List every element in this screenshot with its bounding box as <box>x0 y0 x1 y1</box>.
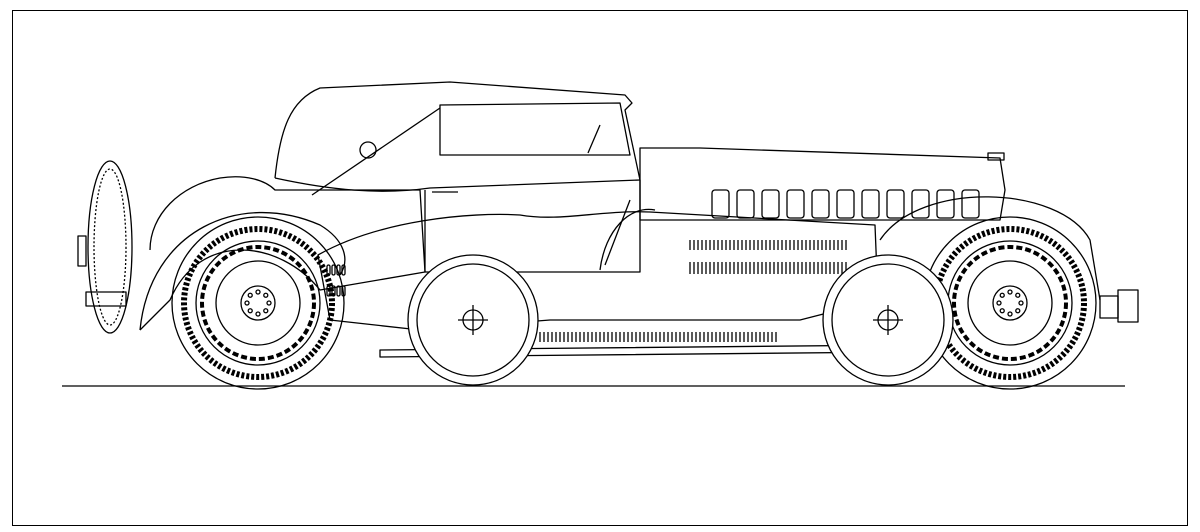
rear-wheel <box>171 216 345 390</box>
louvre-slot <box>331 264 336 276</box>
wheel-vents <box>952 245 1068 361</box>
tire <box>171 216 345 390</box>
racing-body <box>317 211 879 331</box>
louvre <box>886 189 905 219</box>
hub-bolt <box>1007 289 1013 295</box>
rim <box>831 263 945 377</box>
rear-bumper <box>77 235 127 307</box>
hub-bolt <box>255 289 261 295</box>
rear-body <box>139 176 426 331</box>
wheel-disc <box>967 260 1053 346</box>
top-pivot <box>359 141 377 159</box>
rim <box>416 263 530 377</box>
hub-bolt <box>999 292 1005 298</box>
tire-tread <box>181 226 335 380</box>
louvre-slot <box>341 264 346 276</box>
hub-bolt <box>263 308 269 314</box>
radiator-cap <box>987 152 1005 161</box>
racing-cowl <box>599 208 656 271</box>
hub-bolt <box>999 308 1005 314</box>
rear-fender <box>139 211 346 331</box>
louvre <box>761 189 780 219</box>
hub-bolt <box>247 292 253 298</box>
spare-tire <box>87 160 133 334</box>
louvre <box>961 189 980 219</box>
hub-bolt <box>1015 292 1021 298</box>
hub-bolt <box>1015 308 1021 314</box>
hub-bolt <box>266 300 272 306</box>
hub <box>240 285 276 321</box>
hub-bolt <box>247 308 253 314</box>
bonnet <box>639 147 1006 221</box>
wheel-vents <box>200 245 316 361</box>
wheel-disc <box>215 260 301 346</box>
windshield-frame <box>439 102 631 156</box>
louvre <box>811 189 830 219</box>
rim <box>195 240 321 366</box>
hub-bolt <box>1018 300 1024 306</box>
side-window-divider <box>587 124 601 154</box>
front-bumper <box>1099 289 1139 323</box>
hub-bolt <box>255 311 261 317</box>
louvre <box>861 189 880 219</box>
hub-bolt <box>244 300 250 306</box>
hub-bolt <box>263 292 269 298</box>
louvre <box>936 189 955 219</box>
door <box>424 180 641 273</box>
hub <box>992 285 1028 321</box>
convertible-top <box>274 81 641 181</box>
racing-front-wheel <box>822 254 954 386</box>
front-fender <box>879 196 1101 301</box>
racing-rear-wheel <box>407 254 539 386</box>
louvre <box>786 189 805 219</box>
louvre <box>911 189 930 219</box>
hub-bolt <box>996 300 1002 306</box>
steering-column <box>604 199 631 266</box>
louvre-slot <box>336 285 341 297</box>
louvre <box>836 189 855 219</box>
louvre <box>711 189 730 219</box>
hub-bolt <box>1007 311 1013 317</box>
bonnet-louvres <box>711 189 980 219</box>
